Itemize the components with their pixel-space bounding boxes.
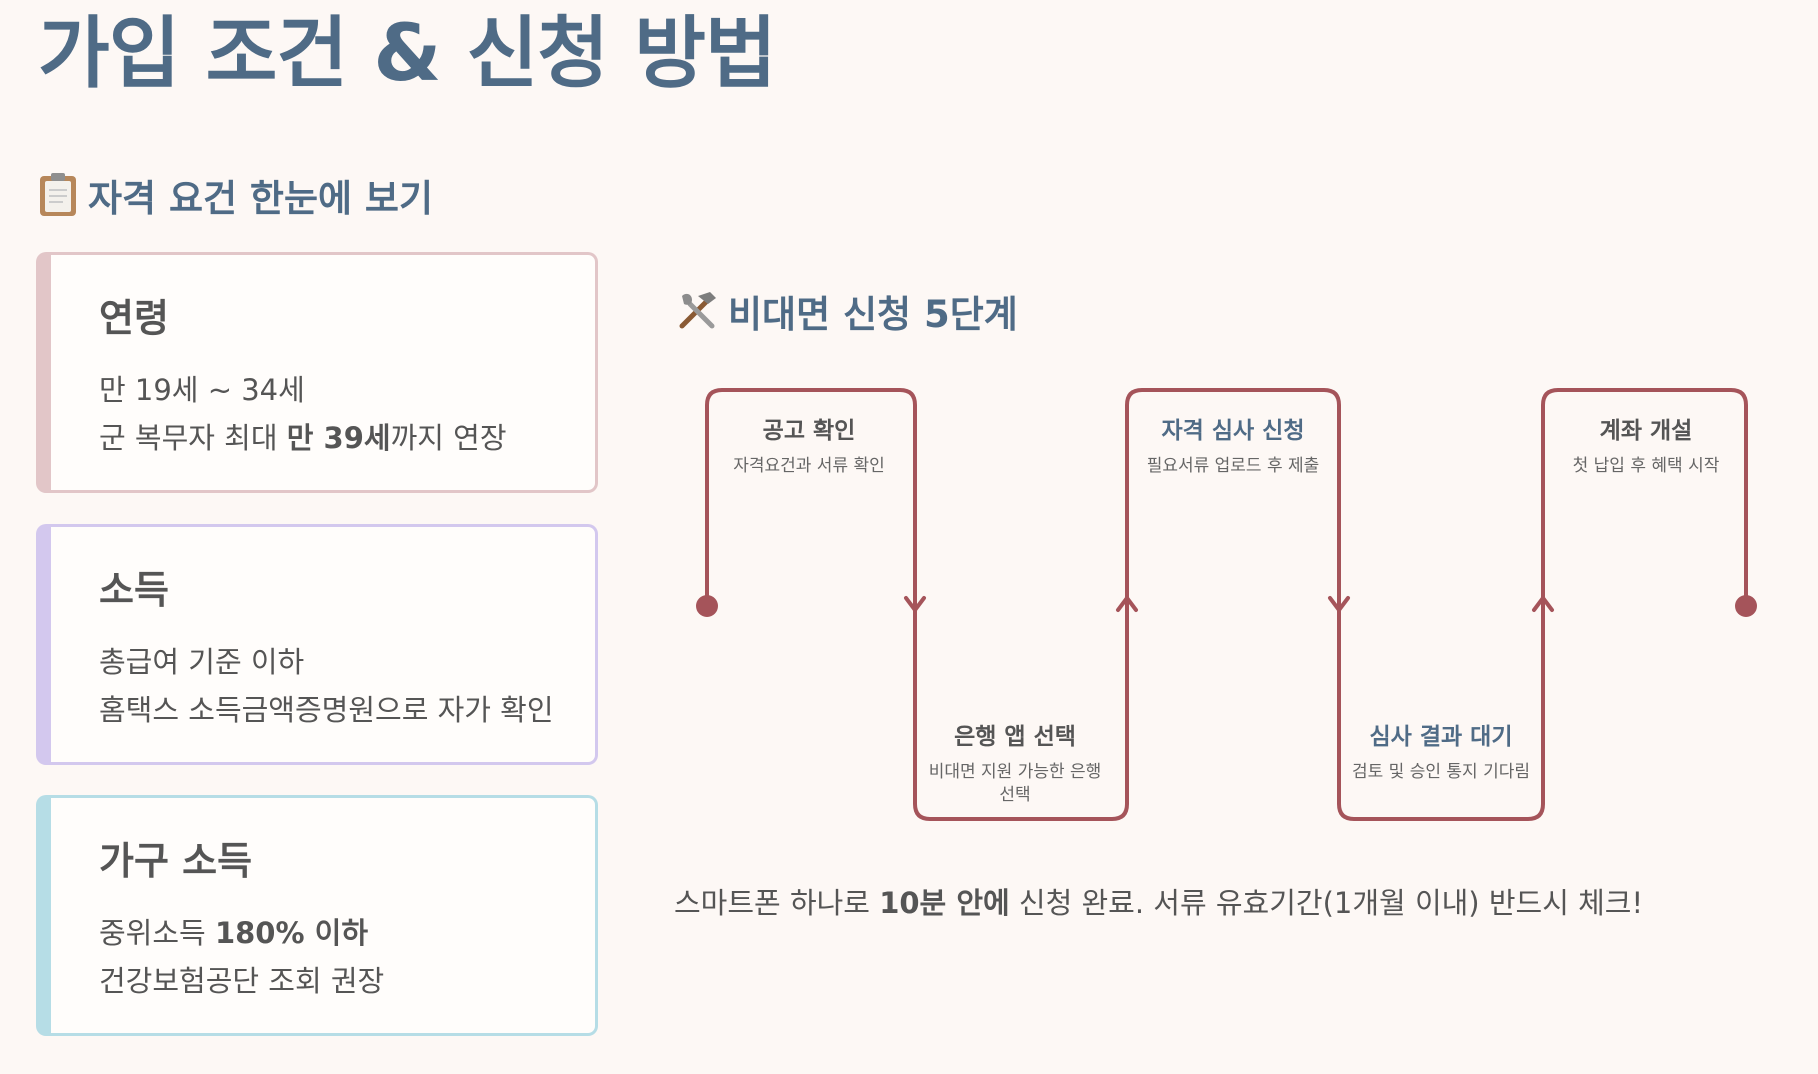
step-3-desc: 필요서류 업로드 후 제출 (1146, 456, 1320, 476)
arrow-up-2 (1532, 596, 1554, 612)
flow-start-dot (696, 595, 718, 617)
arrow-down-2 (1328, 596, 1350, 612)
process-heading-text: 비대면 신청 5단계 (728, 293, 1018, 336)
process-heading: 비대면 신청 5단계 (676, 284, 1018, 338)
step-2-desc: 비대면 지원 가능한 은행 선택 (928, 762, 1102, 805)
step-1-title: 공고 확인 (762, 418, 856, 444)
note-post: 신청 완료. 서류 유효기간(1개월 이내) 반드시 체크! (1009, 886, 1644, 920)
household-card-line2: 건강보험공단 조회 권장 (99, 964, 385, 998)
note-bold: 10분 안에 (879, 886, 1010, 920)
step-4-desc: 검토 및 승인 통지 기다림 (1351, 762, 1530, 782)
household-card-title: 가구 소득 (99, 839, 253, 883)
income-card-line2: 홈택스 소득금액증명원으로 자가 확인 (99, 693, 554, 727)
income-card-title: 소득 (99, 568, 169, 612)
income-card-line1: 총급여 기준 이하 (99, 645, 305, 679)
household-card-line1-pre: 중위소득 (99, 916, 215, 950)
process-note: 스마트폰 하나로 10분 안에 신청 완료. 서류 유효기간(1개월 이내) 반… (674, 880, 1643, 922)
age-card-line2-post: 까지 연장 (390, 421, 507, 455)
age-card-line1: 만 19세 ~ 34세 (99, 373, 305, 407)
eligibility-heading: 자격 요건 한눈에 보기 (38, 168, 433, 222)
household-card-line1: 중위소득 180% 이하 (99, 910, 368, 952)
eligibility-heading-text: 자격 요건 한눈에 보기 (88, 177, 434, 220)
step-5: 계좌 개설 첫 납입 후 혜택 시작 (1553, 411, 1739, 478)
step-3-title: 자격 심사 신청 (1161, 418, 1305, 444)
age-card-line2-bold: 만 39세 (286, 421, 391, 455)
household-income-card: 가구 소득 중위소득 180% 이하 건강보험공단 조회 권장 (36, 795, 598, 1036)
page-title: 가입 조건 & 신청 방법 (38, 9, 777, 99)
household-card-line1-bold: 180% 이하 (214, 916, 369, 950)
step-5-desc: 첫 납입 후 혜택 시작 (1572, 456, 1720, 476)
step-4: 심사 결과 대기 검토 및 승인 통지 기다림 (1350, 717, 1532, 784)
arrow-up-1 (1116, 596, 1138, 612)
step-1: 공고 확인 자격요건과 서류 확인 (714, 411, 904, 478)
step-5-title: 계좌 개설 (1599, 418, 1693, 444)
age-card-line2-pre: 군 복무자 최대 (99, 421, 287, 455)
income-card: 소득 총급여 기준 이하 홈택스 소득금액증명원으로 자가 확인 (36, 524, 598, 765)
step-3: 자격 심사 신청 필요서류 업로드 후 제출 (1143, 411, 1323, 478)
step-4-title: 심사 결과 대기 (1369, 724, 1513, 750)
step-1-desc: 자격요건과 서류 확인 (733, 456, 885, 476)
age-card: 연령 만 19세 ~ 34세 군 복무자 최대 만 39세까지 연장 (36, 252, 598, 493)
age-card-title: 연령 (99, 296, 169, 340)
arrow-down-1 (904, 596, 926, 612)
flow-end-dot (1735, 595, 1757, 617)
age-card-line2: 군 복무자 최대 만 39세까지 연장 (99, 415, 507, 457)
step-2: 은행 앱 선택 비대면 지원 가능한 은행 선택 (925, 717, 1105, 807)
flow-segment-4 (1337, 604, 1545, 821)
tools-icon (679, 292, 716, 329)
step-2-title: 은행 앱 선택 (954, 724, 1076, 750)
note-pre: 스마트폰 하나로 (674, 886, 880, 920)
clipboard-icon (40, 173, 76, 216)
